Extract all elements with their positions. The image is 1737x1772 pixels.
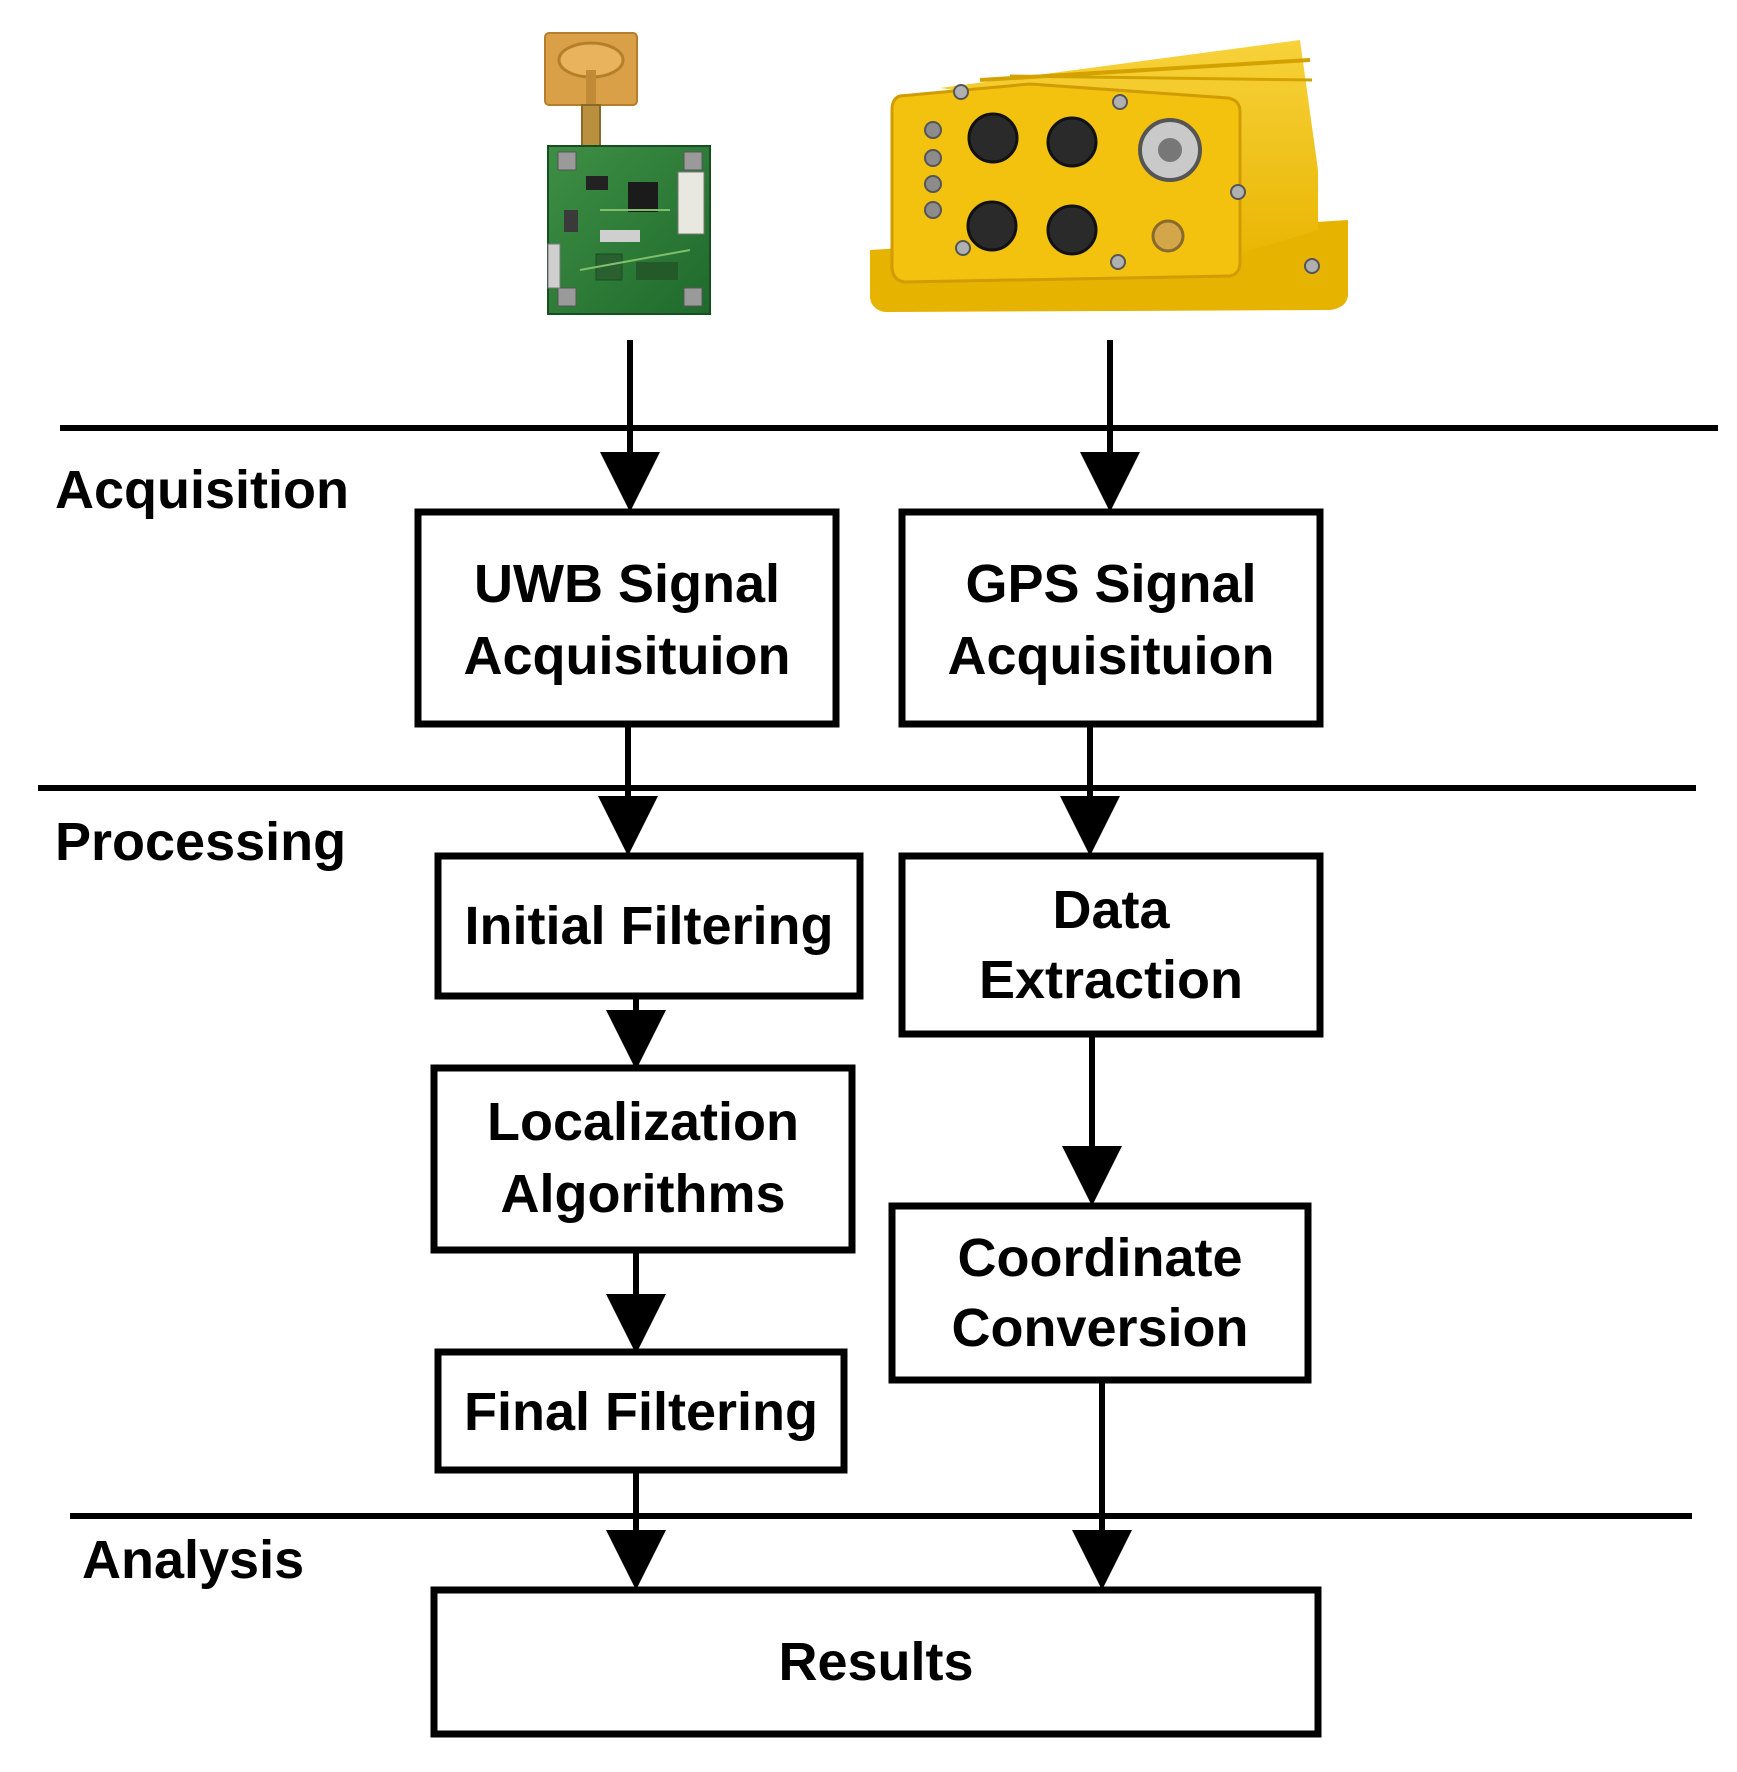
box-data-extraction: Data Extraction — [898, 852, 1324, 1038]
box-final-filtering: Final Filtering — [434, 1348, 848, 1474]
box-uwb-acquisition-line1: UWB Signal — [474, 554, 780, 614]
box-uwb-acquisition: UWB Signal Acquisituion — [414, 508, 840, 728]
box-results: Results — [430, 1586, 1322, 1738]
stage-label-processing: Processing — [55, 812, 346, 872]
box-data-extraction-line1: Data — [1052, 880, 1170, 940]
box-initial-filtering: Initial Filtering — [434, 852, 864, 1000]
stage-label-acquisition: Acquisition — [55, 460, 349, 520]
box-gps-acquisition-line1: GPS Signal — [965, 554, 1256, 614]
box-gps-acquisition-line2: Acquisituion — [948, 626, 1275, 686]
box-localization-algorithms: Localization Algorithms — [430, 1064, 856, 1254]
box-data-extraction-line2: Extraction — [979, 950, 1243, 1010]
box-initial-filtering-label: Initial Filtering — [464, 896, 833, 956]
box-localization-line2: Algorithms — [500, 1164, 785, 1224]
box-localization-line1: Localization — [487, 1092, 799, 1152]
box-final-filtering-label: Final Filtering — [464, 1382, 818, 1442]
box-coordinate-conversion: Coordinate Conversion — [888, 1202, 1312, 1384]
box-gps-acquisition: GPS Signal Acquisituion — [898, 508, 1324, 728]
box-results-label: Results — [778, 1632, 973, 1692]
stage-label-analysis: Analysis — [82, 1530, 304, 1590]
box-uwb-acquisition-line2: Acquisituion — [464, 626, 791, 686]
box-coordinate-conversion-line2: Conversion — [951, 1298, 1248, 1358]
uwb-circuit-board-icon — [544, 32, 711, 315]
box-coordinate-conversion-line1: Coordinate — [957, 1228, 1242, 1288]
gps-receiver-unit-icon — [870, 40, 1348, 312]
